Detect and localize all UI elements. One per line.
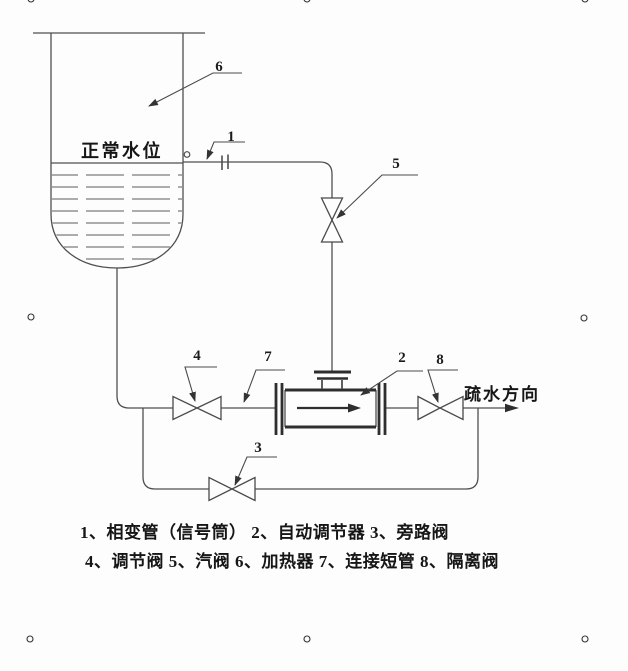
callout-6-leader <box>148 72 242 107</box>
valve-triangle <box>172 395 199 421</box>
valve-triangle <box>320 218 344 243</box>
regulating-valve-4 <box>172 395 222 421</box>
callout-4-label: 4 <box>193 348 201 364</box>
heater-right-flange <box>377 383 387 435</box>
bypass-line <box>142 408 479 502</box>
legend-line-2: 4、调节阀 5、汽阀 6、加热器 7、连接短管 8、隔离阀 <box>85 551 499 571</box>
steam-valve-5 <box>320 197 344 243</box>
callout-5-label: 5 <box>392 156 400 172</box>
valve-triangle <box>195 395 222 421</box>
callout-1-leader <box>206 141 245 160</box>
pipe-union-symbol <box>221 154 229 170</box>
registration-mark <box>580 314 588 322</box>
drain-direction-label: 疏水方向 <box>464 384 540 404</box>
bypass-run-left <box>142 408 209 490</box>
callout-7-leader <box>243 369 285 403</box>
registration-marks <box>26 0 589 643</box>
registration-mark <box>27 0 35 3</box>
heater-body-sides <box>284 390 377 427</box>
registration-mark <box>581 635 589 643</box>
isolation-valve-8 <box>417 395 464 421</box>
callout-4-leader <box>184 366 217 402</box>
callout-3-leader <box>234 456 277 486</box>
flow-arrow <box>297 403 361 413</box>
bypass-valve-3 <box>208 476 256 502</box>
callout-3-label: 3 <box>254 440 262 456</box>
tank-outlet-pipe <box>116 268 130 409</box>
registration-mark <box>303 635 311 643</box>
callout-2-leader <box>360 370 423 396</box>
valve-triangle <box>320 197 344 222</box>
registration-mark <box>581 0 589 3</box>
auto-regulator-body <box>274 370 387 435</box>
legend-line-1: 1、相变管（信号筒） 2、自动调节器 3、旁路阀 <box>80 522 449 542</box>
tap-point-marker <box>183 151 191 158</box>
callout-2-label: 2 <box>398 350 406 366</box>
nozzle-neck <box>321 380 343 389</box>
water-hatching <box>52 174 182 260</box>
callout-6-label: 6 <box>215 59 223 75</box>
normal-water-level-label: 正常水位 <box>81 140 163 161</box>
valve-triangle <box>417 395 442 421</box>
signal-pipe <box>183 154 333 372</box>
registration-mark <box>26 635 34 643</box>
heater-top-nozzle <box>314 370 351 389</box>
bypass-run-right <box>255 408 479 490</box>
signal-pipe-run <box>183 161 333 198</box>
drain-direction-arrow <box>505 403 519 413</box>
main-drain-line <box>129 403 519 413</box>
callout-leaders <box>148 72 458 486</box>
valve-triangle <box>208 476 234 502</box>
tank-bottom-head <box>50 213 184 269</box>
callout-5-leader <box>336 174 418 219</box>
legend: 1、相变管（信号筒） 2、自动调节器 3、旁路阀 4、调节阀 5、汽阀 6、加热… <box>80 522 499 571</box>
registration-mark <box>303 0 311 3</box>
valve-triangle <box>230 476 256 502</box>
valve-triangle <box>438 395 464 421</box>
callout-8-leader <box>427 369 458 403</box>
registration-mark <box>27 313 35 321</box>
callout-7-label: 7 <box>264 349 272 365</box>
heater-left-flange <box>274 383 284 435</box>
callout-8-label: 8 <box>436 352 444 368</box>
callout-numbers: 1 2 3 4 5 6 7 8 <box>193 59 444 456</box>
callout-1-label: 1 <box>227 129 235 145</box>
